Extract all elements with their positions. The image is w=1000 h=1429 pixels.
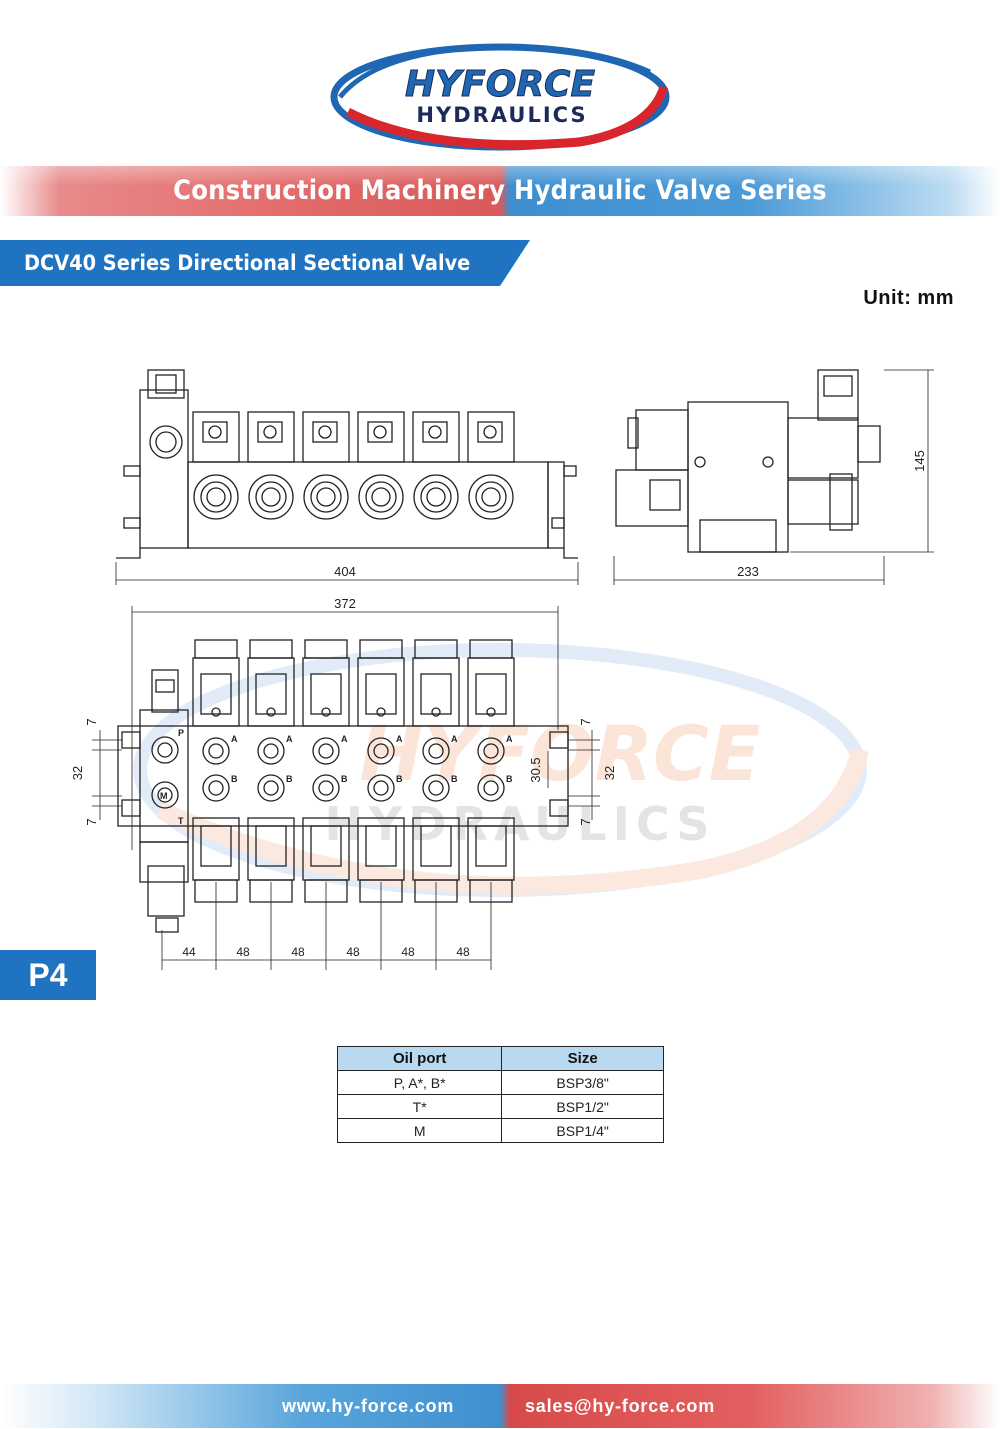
port-label-b: B [231,774,238,784]
dim-right-7-top: 7 [578,718,593,725]
ports-table: Oil port Size P, A*, B* BSP3/8" T* BSP1/… [336,1046,664,1143]
dim-side-height: 145 [912,450,927,472]
port-label-a: A [451,734,458,744]
dim-pitch: 48 [236,945,250,959]
footer-website-link[interactable]: www.hy-force.com [282,1396,455,1416]
dim-front-width: 404 [334,564,356,579]
table-header-row: Oil port Size [336,1046,664,1071]
dim-right-32: 32 [602,766,617,780]
top-sections [192,639,515,903]
port-label-p: P [178,728,184,738]
logo-line2: HYDRAULICS [416,103,587,127]
footer-email-link[interactable]: sales@hy-force.com [525,1396,716,1416]
table-row: M BSP1/4" [336,1118,664,1143]
dim-top-width: 372 [334,596,356,611]
page-label: P4 [28,957,68,993]
watermark-line1: HYFORCE [359,709,760,798]
unit-label: Unit: mm [863,287,954,309]
port-label-b: B [451,774,458,784]
port-label-a: A [231,734,238,744]
port-label-b: B [341,774,348,784]
front-view [115,369,579,585]
hyforce-logo: HYFORCE HYDRAULICS [330,43,670,151]
dim-pitch: 48 [291,945,305,959]
dim-left-7-top: 7 [84,718,99,725]
dim-pitch: 48 [401,945,415,959]
product-title: DCV40 Series Directional Sectional Valve [24,251,471,275]
cell-size: BSP1/4" [501,1118,664,1143]
dim-pitch: 48 [346,945,360,959]
cell-size: BSP3/8" [501,1070,664,1095]
dim-left-32: 32 [70,766,85,780]
port-label-b: B [396,774,403,784]
cell-oil-port: T* [336,1094,503,1119]
port-label-t: T [178,816,184,826]
port-label-a: A [396,734,403,744]
cell-oil-port: M [336,1118,503,1143]
page-label-tab [0,950,96,1000]
header-oil-port: Oil port [336,1046,503,1071]
dim-right-7-bottom: 7 [578,818,593,825]
front-sections [192,411,515,520]
header-size: Size [501,1046,664,1071]
top-view [92,606,600,970]
port-label-a: A [341,734,348,744]
dim-right-30-5: 30.5 [528,757,543,782]
watermark-logo: HYFORCE HYDRAULICS [133,643,869,897]
dim-first-pitch: 44 [182,945,196,959]
valve-drawing: HYFORCE HYDRAULICS [70,369,934,970]
cell-oil-port: P, A*, B* [336,1070,503,1095]
dim-left-7-bottom: 7 [84,818,99,825]
footer-band [0,1384,1000,1428]
watermark-line2: HYDRAULICS [324,797,715,851]
series-title: Construction Machinery Hydraulic Valve S… [173,175,827,206]
port-label-a: A [506,734,513,744]
table-row: T* BSP1/2" [336,1094,664,1119]
table-row: P, A*, B* BSP3/8" [336,1070,664,1095]
port-label-b: B [286,774,293,784]
dim-pitch: 48 [456,945,470,959]
cell-size: BSP1/2" [501,1094,664,1119]
port-label-m: M [160,791,168,801]
port-label-a: A [286,734,293,744]
side-view [613,369,934,585]
series-banner [0,166,1000,216]
logo-line1: HYFORCE [405,64,596,105]
product-tab [0,240,530,286]
dim-side-width: 233 [737,564,759,579]
port-label-b: B [506,774,513,784]
